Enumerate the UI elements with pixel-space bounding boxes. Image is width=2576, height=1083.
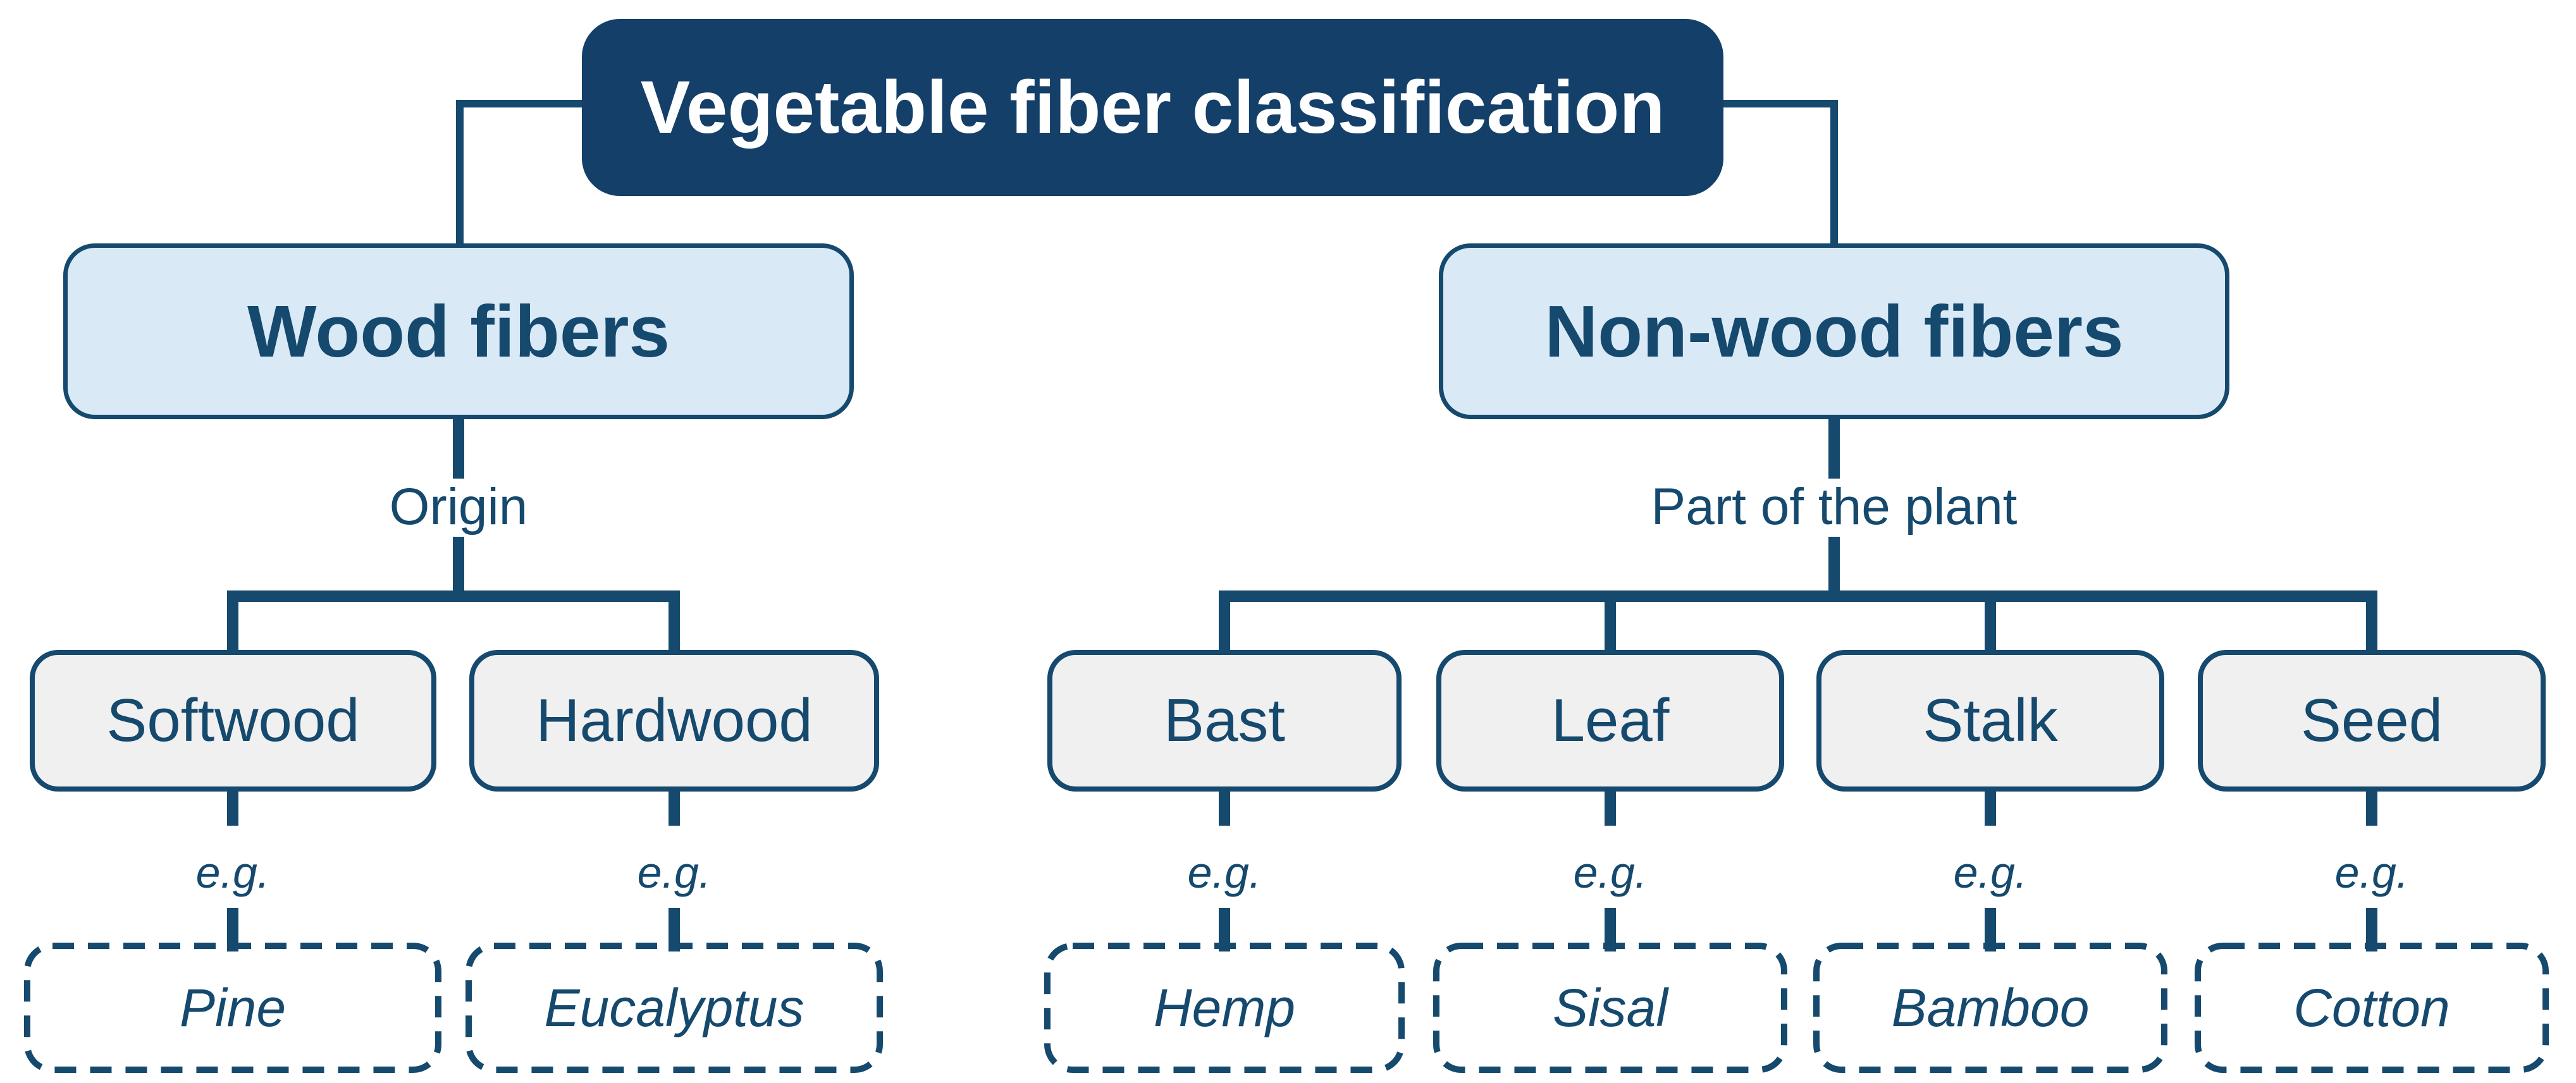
wood-fibers-label: Wood fibers [247,290,670,372]
eucalyptus-dashed-box [465,943,883,1073]
wood-fibers-node: Wood fibers [63,243,854,419]
non-wood-fibers-node: Non-wood fibers [1439,243,2229,419]
root-node-title: Vegetable fiber classification [582,19,1723,196]
root-node-label: Vegetable fiber classification [640,66,1665,149]
eg-label-hardwood: e.g. [637,848,712,897]
hemp-dashed-box [1044,943,1405,1073]
stalk-node: Stalk [1816,650,2164,792]
pine-example-label: Pine [179,977,287,1037]
eg-label-stalk: e.g. [1953,848,2028,897]
hardwood-node: Hardwood [469,650,879,792]
hardwood-label: Hardwood [536,687,813,754]
bast-label: Bast [1163,687,1286,754]
softwood-node: Softwood [30,650,436,792]
seed-label: Seed [2300,687,2443,754]
sisal-dashed-box [1433,943,1787,1073]
cotton-dashed-box [2195,943,2549,1073]
eg-label-bast: e.g. [1187,848,1262,897]
bamboo-dashed-box [1813,943,2167,1073]
eucalyptus-example-label: Eucalyptus [544,977,804,1037]
leaf-label: Leaf [1551,687,1670,754]
connector-title-to-wood [456,100,582,247]
eg-label-leaf: e.g. [1573,848,1648,897]
leaf-node: Leaf [1436,650,1784,792]
connector-title-to-nonwood [1723,100,1838,247]
seed-node: Seed [2198,650,2546,792]
origin-criterion-label: Origin [389,478,528,535]
bamboo-example-label: Bamboo [1891,977,2090,1037]
eg-label-seed: e.g. [2334,848,2409,897]
pine-dashed-box [24,943,441,1073]
hemp-example-label: Hemp [1153,977,1296,1037]
sisal-example-label: Sisal [1552,977,1668,1037]
part-of-plant-criterion-label: Part of the plant [1651,478,2018,535]
stalk-label: Stalk [1923,687,2058,754]
softwood-label: Softwood [106,687,360,754]
cotton-example-label: Cotton [2293,977,2450,1037]
bast-node: Bast [1047,650,1402,792]
non-wood-fibers-label: Non-wood fibers [1544,290,2124,372]
eg-label-softwood: e.g. [195,848,270,897]
